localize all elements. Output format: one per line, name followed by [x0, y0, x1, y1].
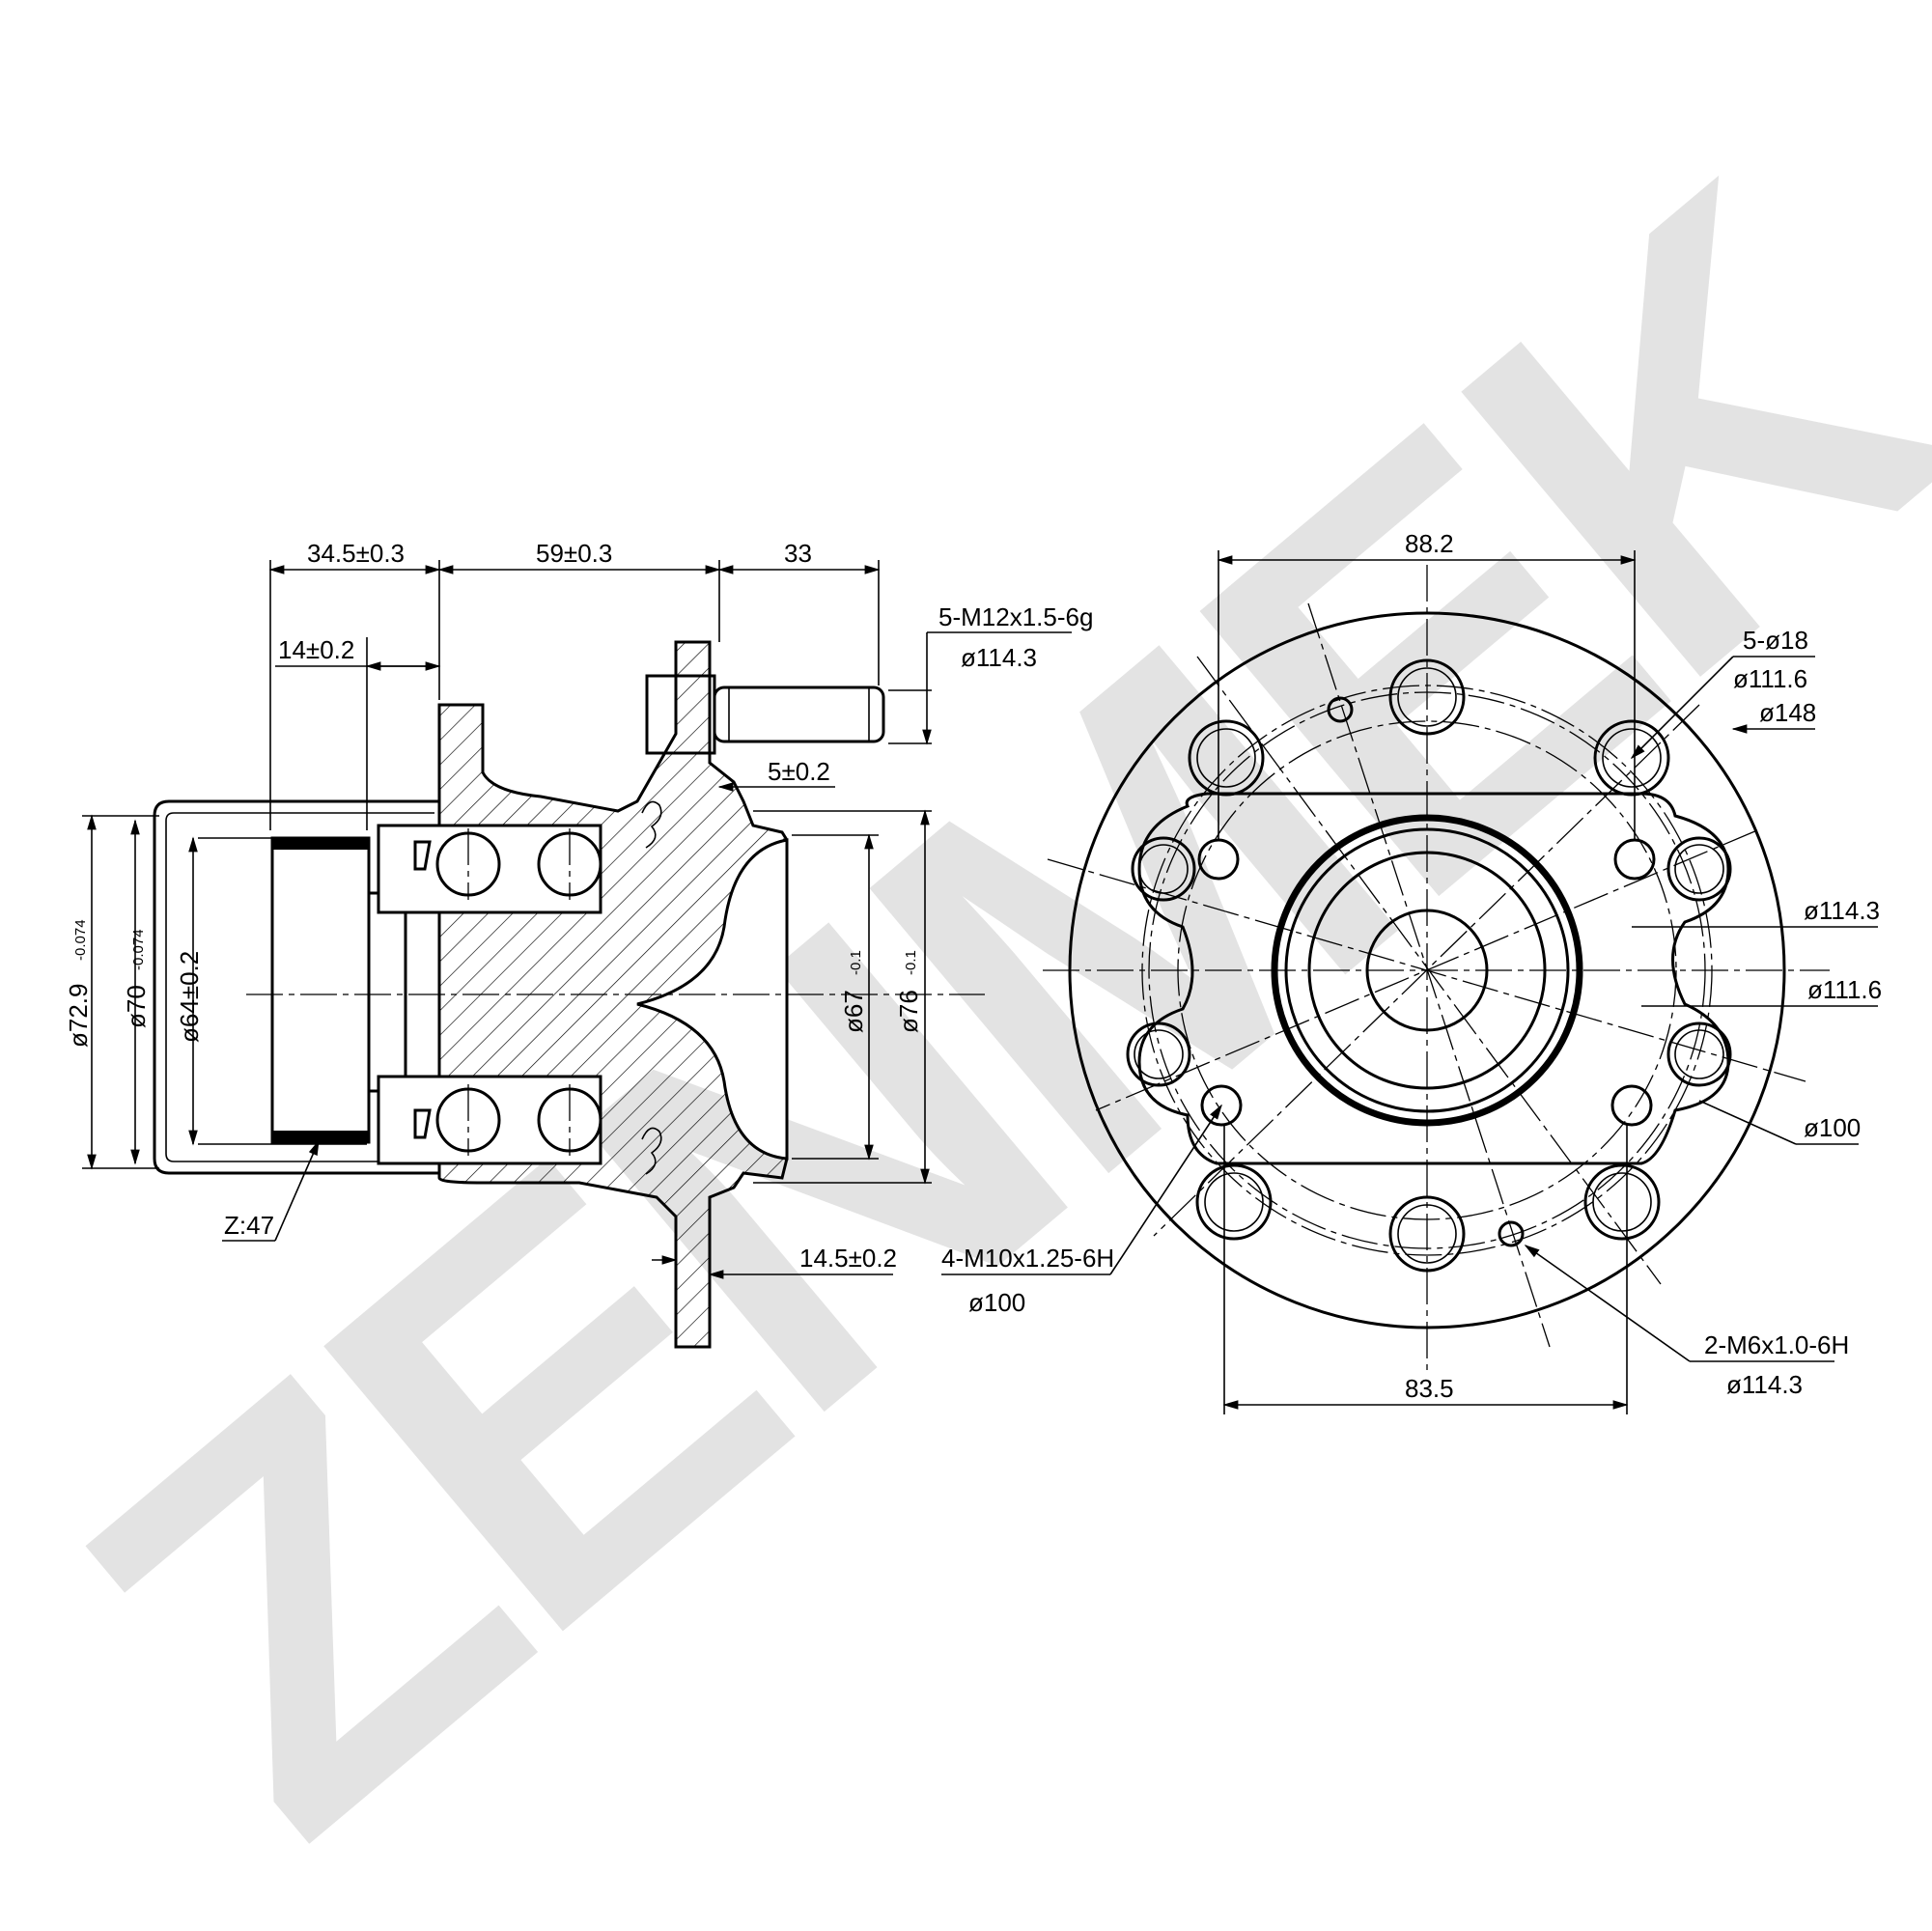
dim-flange-thickness: 14.5±0.2 — [799, 1244, 897, 1273]
inner-flange-outline — [1137, 792, 1730, 1165]
m6-hole-top — [1327, 696, 1354, 723]
stud-pcd: ø114.3 — [961, 643, 1037, 672]
watermark-logo: ZENMEK — [0, 75, 1932, 1931]
outer-sleeve — [153, 799, 439, 1175]
holes-18-count: 5-ø18 — [1743, 626, 1808, 655]
dim-dia-72-9-tol: -0.074 — [72, 919, 89, 961]
dim-width-top: 88.2 — [1405, 529, 1454, 558]
dim-dia-64: ø64±0.2 — [175, 951, 204, 1043]
m10-thread-spec: 4-M10x1.25-6H — [941, 1244, 1114, 1273]
front-view: 88.2 83.5 5-ø18 ø111.6 ø148 ø114.3 ø111.… — [941, 529, 1882, 1414]
dim-dia-67-tol: -0.1 — [848, 950, 864, 975]
m6-thread-pcd: ø114.3 — [1726, 1370, 1803, 1399]
pcd-114-3: ø114.3 — [1804, 896, 1880, 925]
dim-width-34-5: 34.5±0.3 — [307, 539, 405, 568]
abs-ring — [270, 836, 371, 1144]
dim-dia-67: ø67 — [839, 990, 868, 1033]
dim-dia-76: ø76 — [894, 990, 923, 1033]
dim-width-59: 59±0.3 — [536, 539, 612, 568]
dim-dia-76-tol: -0.1 — [903, 950, 919, 975]
wheel-stud — [645, 674, 885, 755]
dim-dia-72-9: ø72.9 — [64, 984, 93, 1049]
abs-teeth-count: Z:47 — [224, 1211, 274, 1240]
stud-thread-spec: 5-M12x1.5-6g — [938, 602, 1093, 631]
dim-offset-5: 5±0.2 — [768, 757, 830, 786]
dim-stud-length: 33 — [784, 539, 812, 568]
flange-diameter: ø148 — [1759, 698, 1816, 727]
dim-dia-70-tol: -0.074 — [130, 929, 147, 970]
bearing-balls — [377, 800, 662, 1175]
dim-width-bottom: 83.5 — [1405, 1374, 1454, 1403]
m10-thread-pcd: ø100 — [968, 1288, 1025, 1317]
holes-18-pcd: ø111.6 — [1733, 664, 1807, 693]
watermark-text: ZENMEK — [0, 75, 1932, 1931]
side-section-view: 34.5±0.3 59±0.3 33 14±0.2 5-M12x1.5-6g ø… — [64, 539, 1093, 1349]
pcd-100: ø100 — [1804, 1113, 1861, 1142]
pcd-111-6: ø111.6 — [1807, 975, 1882, 1004]
dim-offset-14: 14±0.2 — [278, 635, 354, 664]
stud-holes — [1126, 658, 1732, 1273]
m6-thread-spec: 2-M6x1.0-6H — [1704, 1330, 1849, 1359]
m6-hole-bottom — [1498, 1220, 1525, 1247]
dim-dia-70: ø70 — [122, 985, 151, 1028]
